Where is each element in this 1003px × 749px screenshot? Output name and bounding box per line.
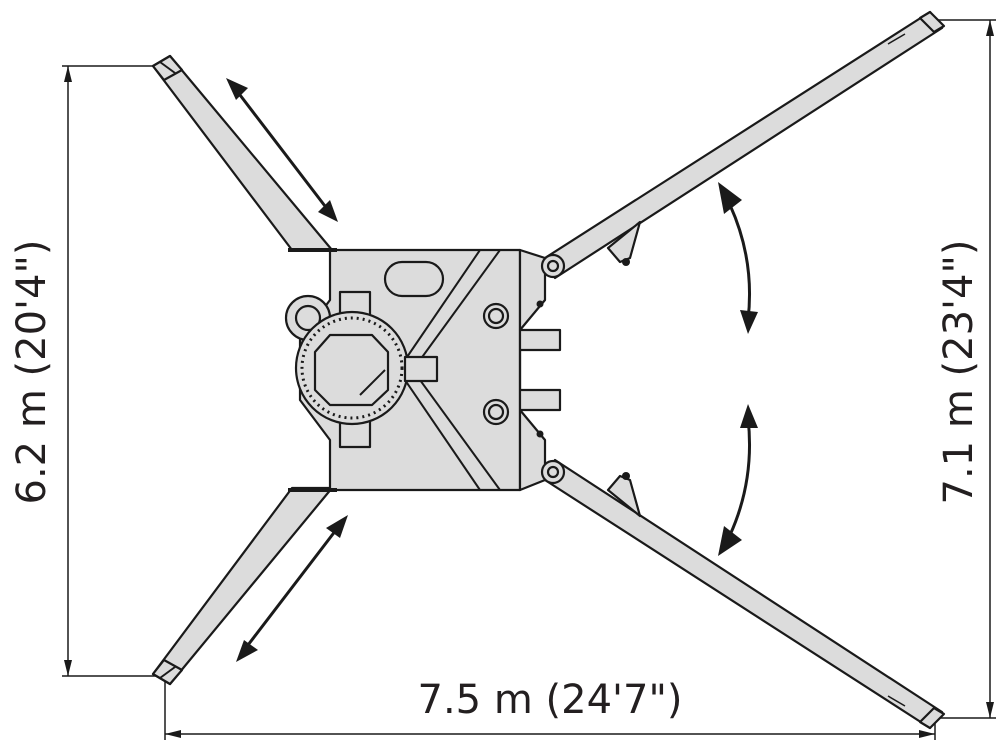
- slewing-ring: [284, 290, 439, 449]
- curved-double-headed-arrow-icon: [718, 404, 758, 556]
- double-headed-arrow-icon: [226, 78, 338, 222]
- left-lower-leg: [151, 486, 334, 686]
- height-right-label: 7.1 m (23'4"): [936, 240, 982, 505]
- curved-double-headed-arrow-icon: [718, 182, 758, 334]
- height-left-label: 6.2 m (20'4"): [9, 240, 55, 505]
- right-bracket: [518, 248, 566, 492]
- dimension-lines: [62, 19, 996, 740]
- left-upper-leg: [151, 54, 334, 252]
- right-upper-leg: [543, 10, 946, 280]
- width-bottom-label: 7.5 m (24'7"): [418, 677, 683, 723]
- double-headed-arrow-icon: [236, 515, 348, 662]
